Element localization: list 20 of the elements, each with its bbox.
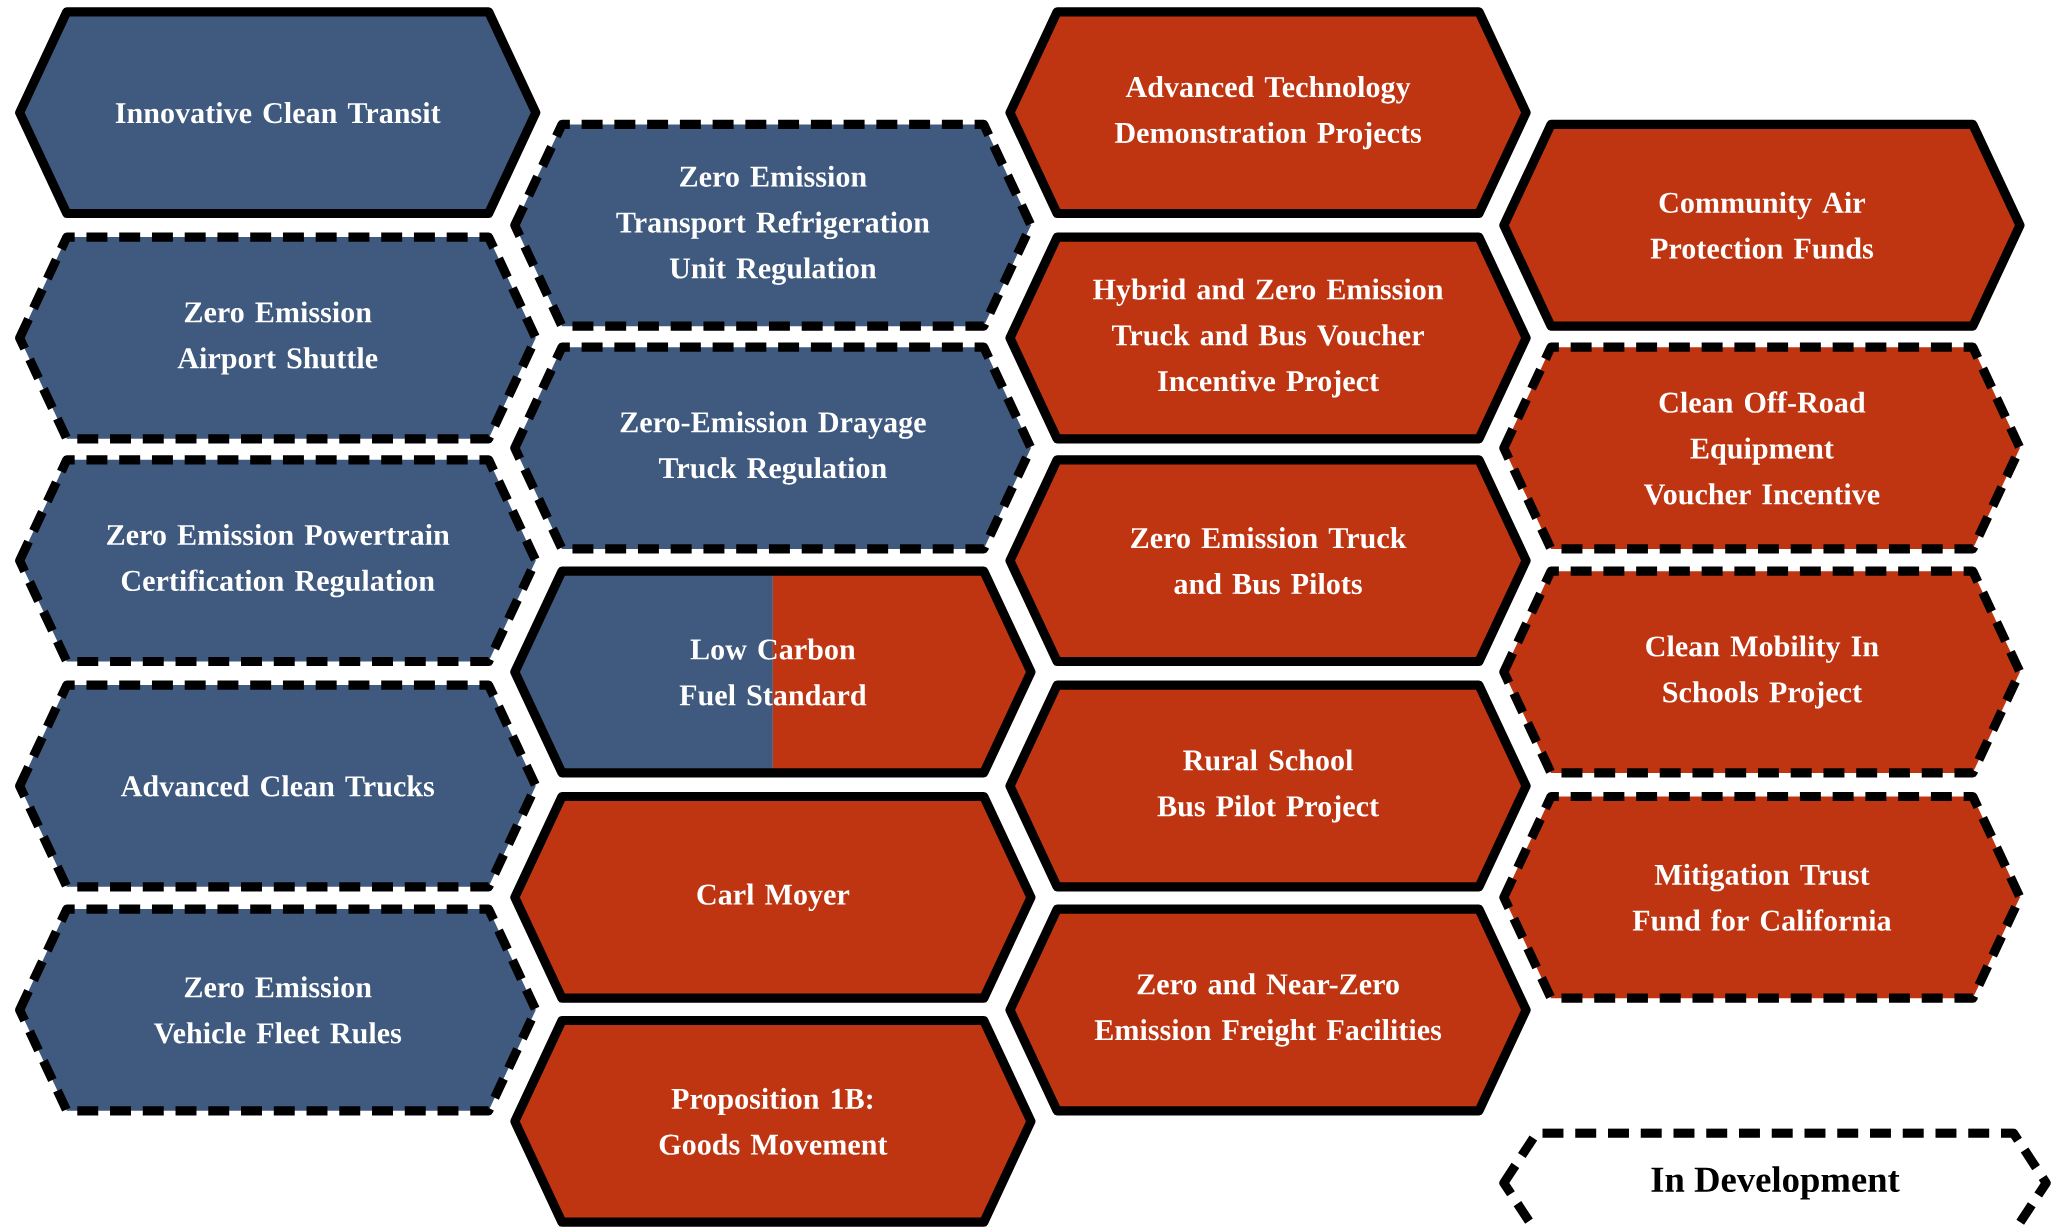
hexagon-box: Rural School Bus Pilot Project bbox=[1005, 680, 1531, 892]
hexagon-box: Clean Mobility In Schools Project bbox=[1499, 566, 2025, 778]
hexagon-box: Zero Emission Truck and Bus Pilots bbox=[1005, 455, 1531, 666]
hexagon-box: Zero and Near-Zero Emission Freight Facilities bbox=[1005, 904, 1531, 1116]
hexagon-box: Zero-Emission Drayage Truck Regulation bbox=[510, 342, 1036, 554]
hexagon-box: Zero Emission Airport Shuttle bbox=[15, 232, 541, 444]
hexagon-box: Advanced Clean Trucks bbox=[15, 680, 541, 892]
hexagon-box: Innovative Clean Transit bbox=[15, 7, 541, 218]
hexagon-box: Community Air Protection Funds bbox=[1499, 119, 2025, 331]
hexagon-box: Low Carbon Fuel Standard bbox=[510, 566, 1036, 778]
hexagon-box: Mitigation Trust Fund for California bbox=[1499, 791, 2025, 1003]
hexagon-box: Clean Off-Road Equipment Voucher Incentive bbox=[1499, 342, 2025, 554]
hexagon-box: Advanced Technology Demonstration Projects bbox=[1005, 7, 1531, 218]
hexagon-box: Hybrid and Zero Emission Truck and Bus Voucher Incentive Project bbox=[1005, 232, 1531, 444]
hexagon-box: Carl Moyer bbox=[510, 791, 1036, 1003]
legend-hexagon: In Development bbox=[1499, 1128, 2051, 1227]
hexagon-box: Zero Emission Vehicle Fleet Rules bbox=[15, 904, 541, 1116]
hexagon-box: Zero Emission Powertrain Certification Regulation bbox=[15, 455, 541, 666]
hexagon-box: Zero Emission Transport Refrigeration Unit Regulation bbox=[510, 119, 1036, 331]
hexagon-box: Proposition 1B: Goods Movement bbox=[510, 1015, 1036, 1227]
